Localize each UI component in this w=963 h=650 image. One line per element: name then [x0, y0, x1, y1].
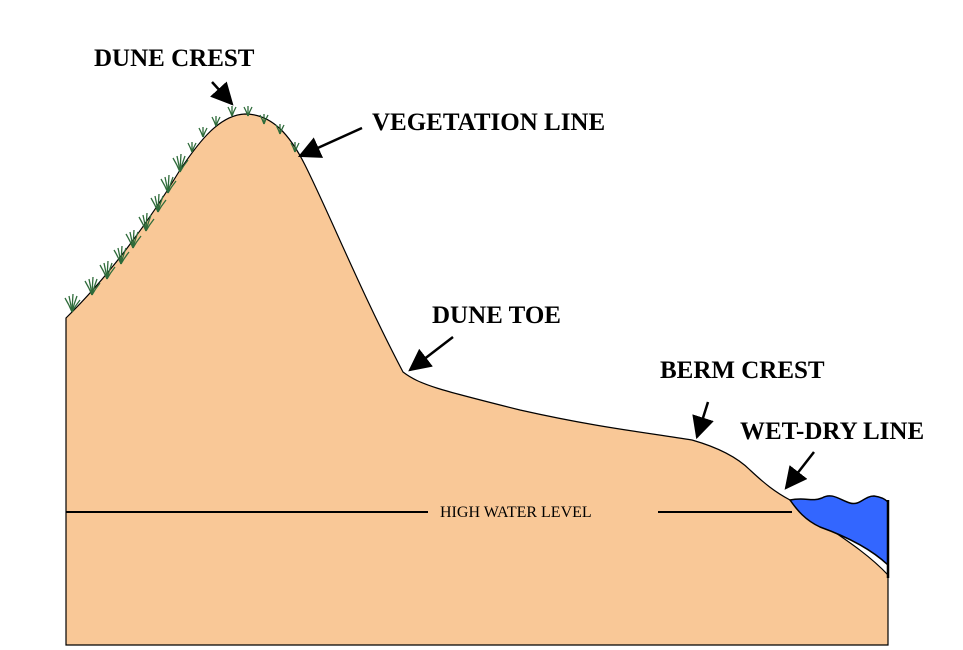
grass-tuft [150, 193, 167, 213]
grass-tuft [84, 276, 101, 296]
high-water-level-label: HIGH WATER LEVEL [440, 504, 592, 521]
grass-tuft [227, 106, 237, 117]
grass-tuft [259, 114, 269, 125]
grass-tuft [211, 116, 221, 127]
water-body [788, 495, 889, 567]
wet-dry-line-label: WET-DRY LINE [740, 418, 924, 445]
grass-tuft [172, 153, 189, 173]
dune-crest-arrow [210, 81, 234, 106]
grass-tuft [275, 124, 285, 135]
vegetation-line-label: VEGETATION LINE [372, 109, 605, 136]
grass-tuft [198, 127, 208, 138]
grass-tuft [99, 260, 116, 280]
grass-tuft [64, 293, 81, 313]
grass-tuft [138, 212, 155, 232]
grass-tuft [187, 142, 197, 153]
dune-crest-label: DUNE CREST [94, 45, 255, 72]
vegetation-line-arrow [297, 126, 363, 158]
grass-tuft [160, 174, 177, 194]
berm-crest-label: BERM CREST [660, 357, 825, 384]
grass-tuft [125, 229, 142, 249]
dune-toe-arrow [408, 336, 454, 372]
dune-toe-label: DUNE TOE [432, 302, 561, 329]
grass-tuft [243, 106, 253, 117]
wet-dry-line-arrow [784, 451, 815, 490]
vegetation-grass [64, 106, 300, 313]
grass-tuft [113, 245, 130, 265]
berm-crest-arrow [692, 401, 714, 440]
